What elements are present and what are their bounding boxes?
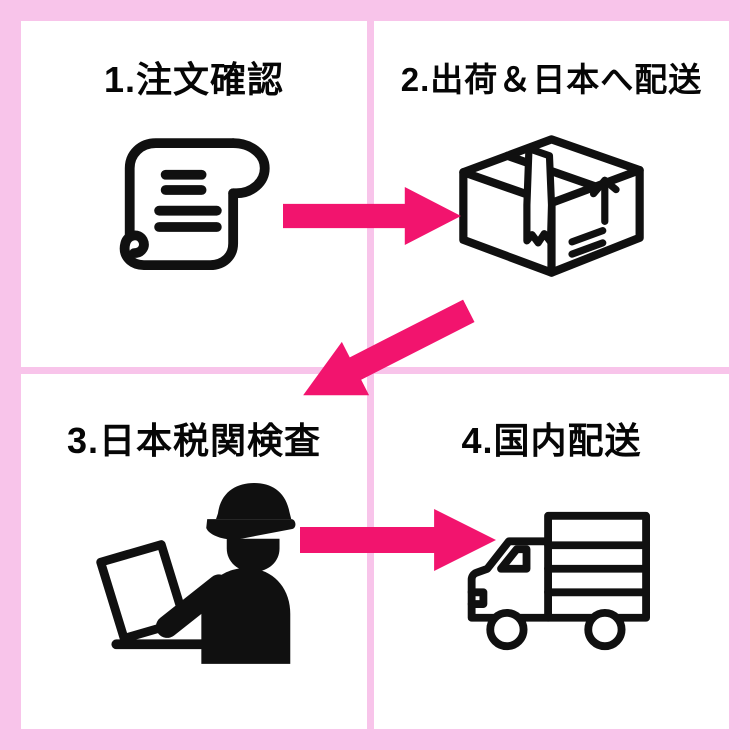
shipping-box-icon (449, 129, 654, 283)
arrow-step1-to-step2 (283, 187, 461, 245)
delivery-truck-icon (448, 508, 656, 655)
step-4-title: 4.国内配送 (461, 420, 642, 461)
arrow-step3-to-step4 (300, 509, 496, 571)
scroll-document-icon (102, 129, 287, 276)
step-3-title: 3.日本税関検査 (66, 420, 322, 461)
arrow-step2-to-step3 (290, 284, 483, 422)
step-2-title: 2.出荷＆日本へ配送 (400, 61, 703, 98)
step-2-shipping-to-japan: 2.出荷＆日本へ配送 (374, 21, 729, 367)
customs-officer-icon (87, 476, 302, 664)
step-1-order-confirmation: 1.注文確認 (21, 21, 367, 367)
step-3-customs-inspection: 3.日本税関検査 (21, 374, 367, 720)
step-4-domestic-delivery: 4.国内配送 (374, 374, 729, 720)
step-1-title: 1.注文確認 (103, 59, 285, 100)
